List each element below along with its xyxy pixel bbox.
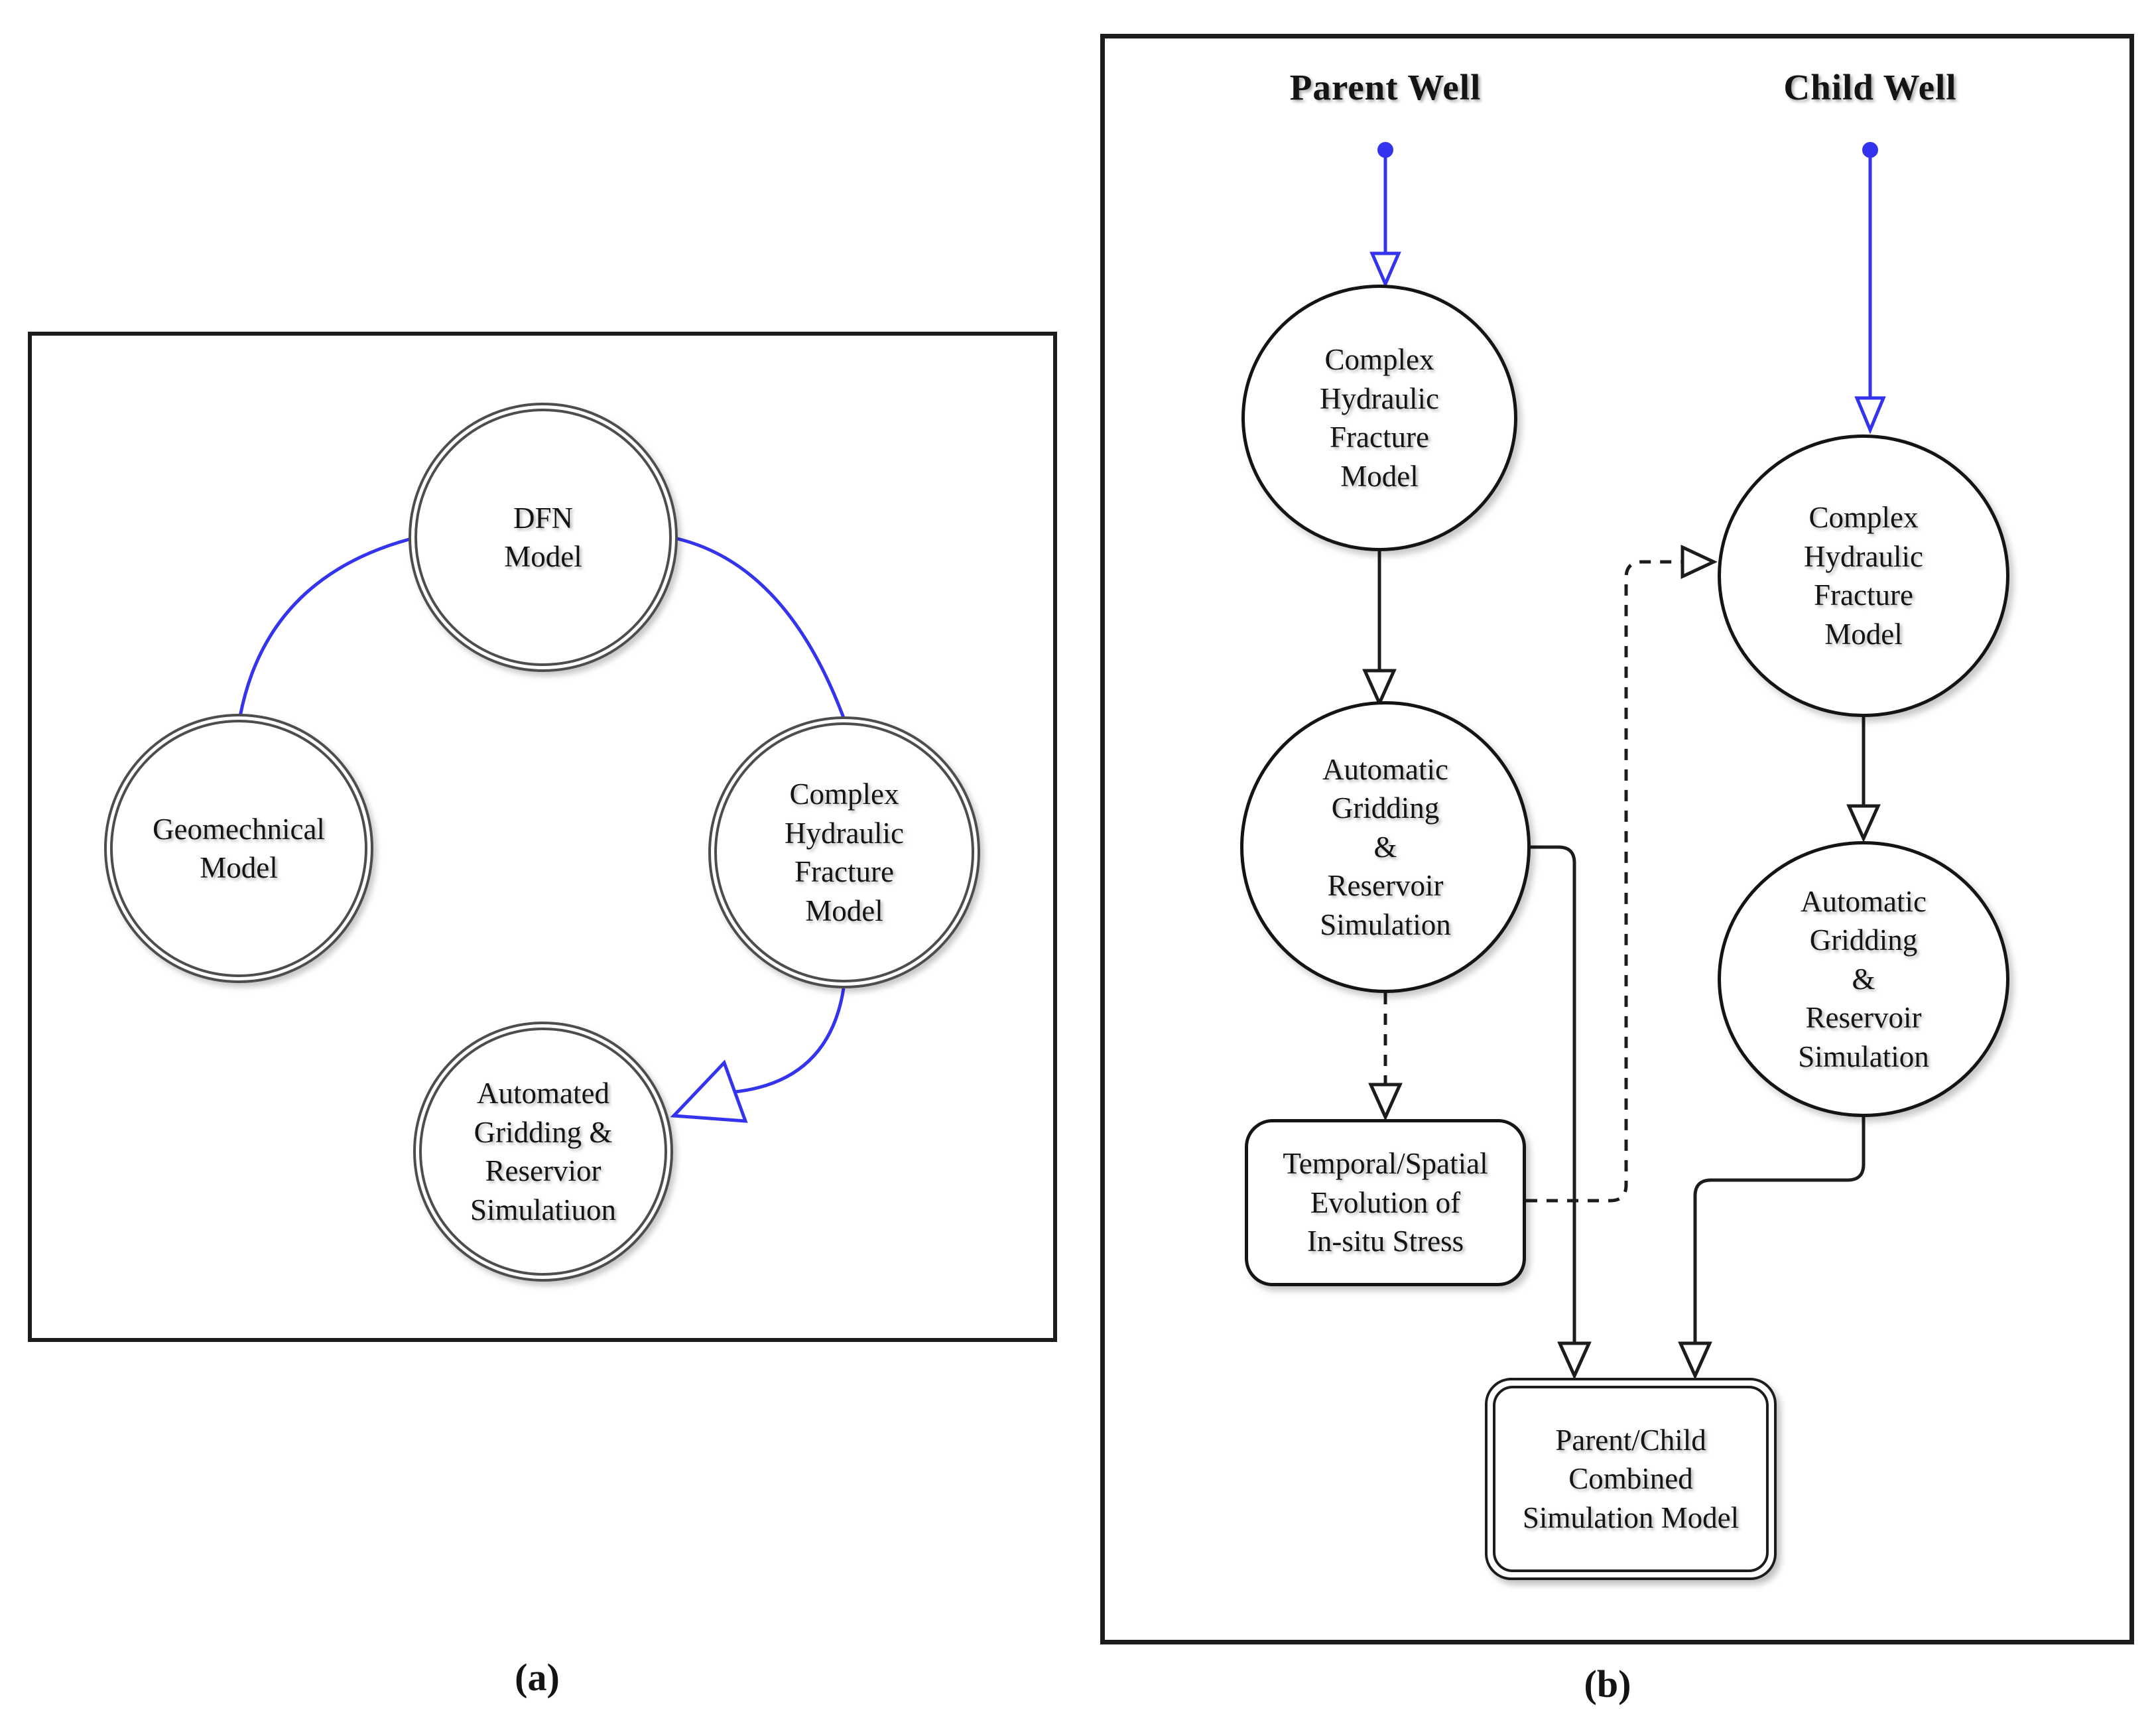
stress-to-child-fracture-dashed-arrow <box>1526 545 1718 1203</box>
node-stress-evolution: Temporal/Spatial Evolution of In-situ St… <box>1245 1119 1526 1286</box>
panel-a-frame <box>28 332 1057 1342</box>
child-gridding-to-combined-arrow <box>1678 1116 1866 1380</box>
child-well-header: Child Well <box>1783 67 1957 107</box>
arrowhead-open <box>1680 545 1718 579</box>
arc-dfn-to-fracture <box>676 537 846 718</box>
node-child-gridding: Automatic Gridding & Reservoir Simulatio… <box>1718 841 2009 1117</box>
node-dfn-model: DFN Model <box>409 403 678 672</box>
parent-well-header: Parent Well <box>1289 67 1482 107</box>
node-label: Geomechnical Model <box>153 812 325 885</box>
arrowhead-open <box>1368 1083 1403 1122</box>
caption-b: (b) <box>1584 1662 1631 1705</box>
parent-fracture-to-gridding-arrow <box>1362 551 1397 708</box>
arc-geomechanical-to-dfn <box>238 537 410 717</box>
node-label: Temporal/Spatial Evolution of In-situ St… <box>1283 1147 1488 1258</box>
arrowhead-open <box>1678 1341 1712 1380</box>
panel-b-frame <box>1100 34 2134 1644</box>
node-parent-gridding: Automatic Gridding & Reservoir Simulatio… <box>1240 701 1531 993</box>
combined-box-inner: Parent/Child Combined Simulation Model <box>1493 1386 1769 1572</box>
node-geomechanical-model: Geomechnical Model <box>104 714 373 983</box>
arc-fracture-to-gridding <box>670 988 846 1123</box>
node-label: DFN Model <box>504 501 582 574</box>
child-fracture-to-gridding-arrow <box>1846 717 1881 843</box>
arrowhead-open <box>1362 669 1397 708</box>
arrowhead-open <box>1846 804 1881 843</box>
child-well-arrow <box>1854 142 1886 434</box>
parent-gridding-to-combined-arrow <box>1531 845 1592 1380</box>
node-label: Complex Hydraulic Fracture Model <box>1804 501 1923 651</box>
node-fracture-model-a: Complex Hydraulic Fracture Model <box>708 716 980 988</box>
node-label: Automated Gridding & Reservior Simulatiu… <box>470 1077 616 1227</box>
node-label: Parent/Child Combined Simulation Model <box>1522 1423 1740 1534</box>
node-label: Automatic Gridding & Reservoir Simulatio… <box>1320 752 1451 941</box>
node-label: Automatic Gridding & Reservoir Simulatio… <box>1798 884 1929 1073</box>
arrowhead-blue-open <box>1854 396 1886 434</box>
caption-a: (a) <box>515 1656 560 1699</box>
node-parent-fracture-model: Complex Hydraulic Fracture Model <box>1241 285 1517 551</box>
node-label: Complex Hydraulic Fracture Model <box>785 777 904 927</box>
node-automated-gridding-a: Automated Gridding & Reservior Simulatiu… <box>413 1022 673 1282</box>
parent-well-arrow <box>1369 142 1401 289</box>
arrowhead-open <box>1557 1341 1592 1380</box>
node-combined-simulation-model: Parent/Child Combined Simulation Model <box>1485 1378 1777 1580</box>
arrowhead-blue-open <box>670 1059 748 1123</box>
node-child-fracture-model: Complex Hydraulic Fracture Model <box>1718 434 2009 717</box>
arrowhead-blue-open <box>1369 251 1401 289</box>
parent-gridding-to-stress-dashed-arrow <box>1368 993 1403 1122</box>
node-label: Complex Hydraulic Fracture Model <box>1320 343 1439 493</box>
